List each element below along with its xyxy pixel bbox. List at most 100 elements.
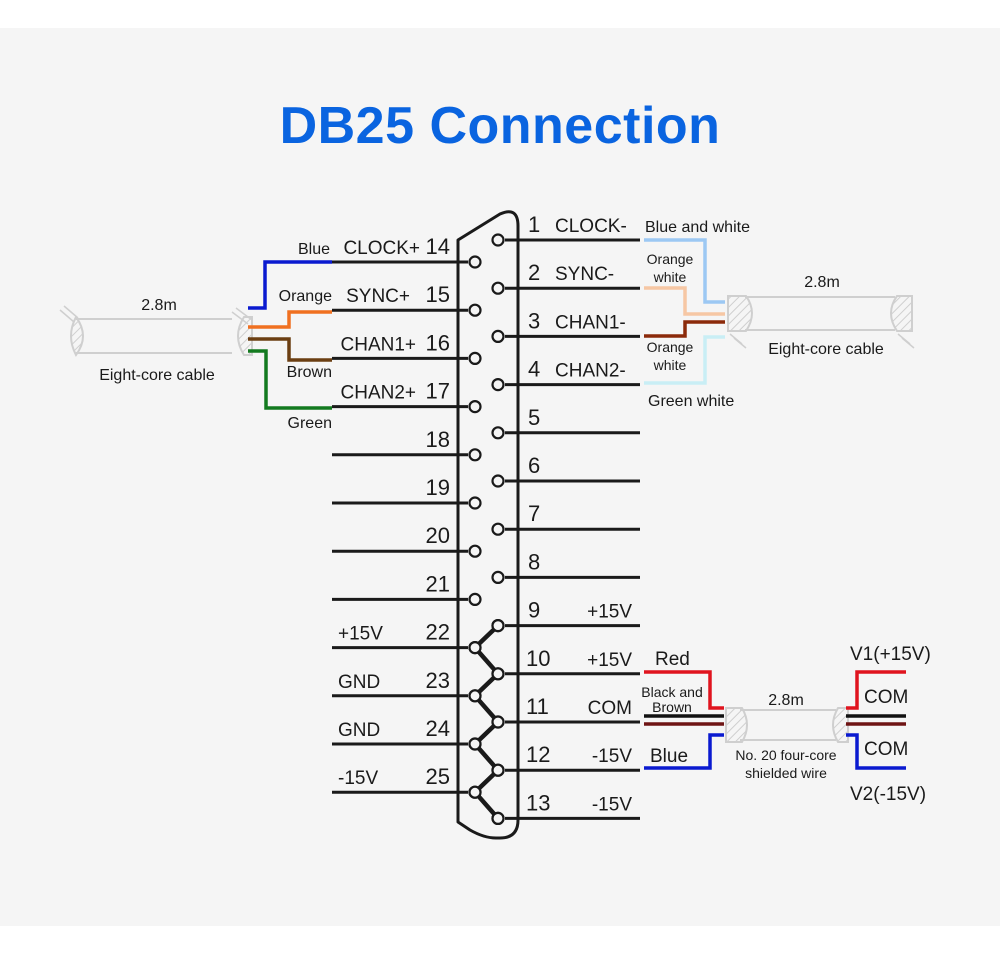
wire-label-orange-white-bottom-1: Orange (647, 339, 694, 355)
pin-signal-label: CHAN1+ (341, 334, 417, 355)
output-v1-label: V1(+15V) (850, 644, 931, 665)
left-cable-label: Eight-core cable (99, 367, 215, 384)
left-pin-row-23: 23 GND (332, 668, 482, 703)
pin-signal-label: CHAN2- (555, 361, 626, 382)
wire-blue-power (644, 733, 724, 770)
left-eight-core-cable: 2.8m Eight-core cable (59, 297, 253, 384)
pin-contact-icon (491, 570, 505, 585)
right-pin-row-6: 6 (491, 453, 640, 488)
pin-contact-icon (491, 281, 505, 295)
left-pin-row-14: 14 CLOCK+ (332, 234, 482, 269)
pin-contact-icon (491, 715, 505, 729)
pin-contact-icon (468, 592, 482, 607)
right-cable-length: 2.8m (804, 274, 840, 291)
pin-contact-icon (468, 689, 482, 703)
wire-label-black-brown-1: Black and (641, 684, 702, 700)
pin-number: 11 (526, 694, 549, 719)
pin-contact-icon (491, 474, 505, 488)
pin-contact-icon (468, 496, 482, 510)
pin-contact-icon (468, 400, 482, 414)
wire-label-blue: Blue (298, 241, 330, 258)
left-cable-length: 2.8m (141, 297, 177, 314)
pin-contact-icon (468, 544, 482, 558)
pin-number: 10 (526, 646, 550, 671)
wire-label-black-brown-2: Brown (652, 699, 692, 715)
power-wires (644, 670, 724, 770)
wire-brown (248, 337, 332, 362)
four-core-shielded-cable: 2.8m No. 20 four-core shielded wire (725, 692, 849, 781)
pin-number: 21 (426, 571, 450, 596)
power-cable-label-2: shielded wire (745, 765, 827, 781)
pin-contact-icon (491, 522, 505, 536)
right-pin-row-10: 10 +15V (491, 646, 640, 681)
right-pin-row-7: 7 (491, 501, 640, 536)
pin-contact-icon (491, 763, 505, 777)
output-red (846, 670, 906, 710)
pin-contact-icon (491, 378, 505, 392)
pin-number: 5 (528, 405, 540, 430)
left-colored-wires (248, 260, 332, 410)
pin-signal-label: +15V (338, 624, 383, 645)
pin-signal-label: CHAN1- (555, 312, 626, 333)
pin-signal-label: GND (338, 672, 380, 693)
pin-number: 12 (526, 742, 550, 767)
pin-number: 17 (426, 379, 450, 404)
pin-signal-label: -15V (338, 768, 378, 789)
pin-number: 23 (426, 668, 450, 693)
wire-label-green-white: Green white (648, 393, 734, 410)
pin-number: 14 (426, 234, 450, 259)
pin-number: 20 (426, 523, 450, 548)
pin-signal-label: SYNC- (555, 264, 614, 285)
wire-label-blue-power: Blue (650, 746, 688, 767)
left-pin-row-group: 14CLOCK+15SYNC+16CHAN1+17CHAN2+181920212… (332, 234, 482, 799)
left-pin-row-25: 25 -15V (332, 764, 482, 799)
pin-contact-icon (468, 737, 482, 751)
wire-green-white (644, 335, 725, 385)
right-pin-row-12: 12 -15V (491, 742, 640, 777)
pin-signal-label: CLOCK+ (343, 238, 420, 259)
pin-signal-label: +15V (587, 602, 632, 623)
pin-contact-icon (491, 329, 505, 343)
pin-signal-label: -15V (592, 794, 632, 815)
pin-contact-icon (468, 255, 482, 269)
pin-signal-label: +15V (587, 650, 632, 671)
right-eight-core-cable: 2.8m Eight-core cable (727, 274, 915, 358)
right-colored-wires (644, 238, 725, 385)
pin-number: 7 (528, 501, 540, 526)
pin-contact-icon (468, 640, 482, 655)
pin-number: 6 (528, 453, 540, 478)
page-title: DB25 Connection (279, 97, 721, 155)
wire-label-green: Green (288, 415, 332, 432)
left-pin-row-18: 18 (332, 427, 482, 462)
wire-blue-white (644, 238, 725, 304)
pin-signal-label: SYNC+ (346, 286, 410, 307)
output-com-top-label: COM (864, 687, 908, 708)
right-pin-row-5: 5 (491, 405, 640, 440)
pin-number: 24 (426, 716, 450, 741)
wire-blue (248, 260, 332, 310)
pin-number: 8 (528, 549, 540, 574)
power-cable-length: 2.8m (768, 692, 804, 709)
right-pin-row-8: 8 (491, 549, 640, 585)
output-v2-label: V2(-15V) (850, 784, 926, 805)
output-com-bottom-label: COM (864, 739, 908, 760)
power-jumper-group (468, 618, 505, 826)
wire-red (644, 670, 724, 710)
pin-contact-icon (491, 618, 505, 633)
left-pin-row-20: 20 (332, 523, 482, 558)
pin-signal-label: COM (588, 698, 632, 719)
pin-contact-icon (491, 811, 505, 826)
pin-contact-icon (468, 303, 482, 317)
pin-signal-label: -15V (592, 746, 632, 767)
pin-number: 25 (426, 764, 450, 789)
pin-number: 22 (426, 620, 450, 645)
